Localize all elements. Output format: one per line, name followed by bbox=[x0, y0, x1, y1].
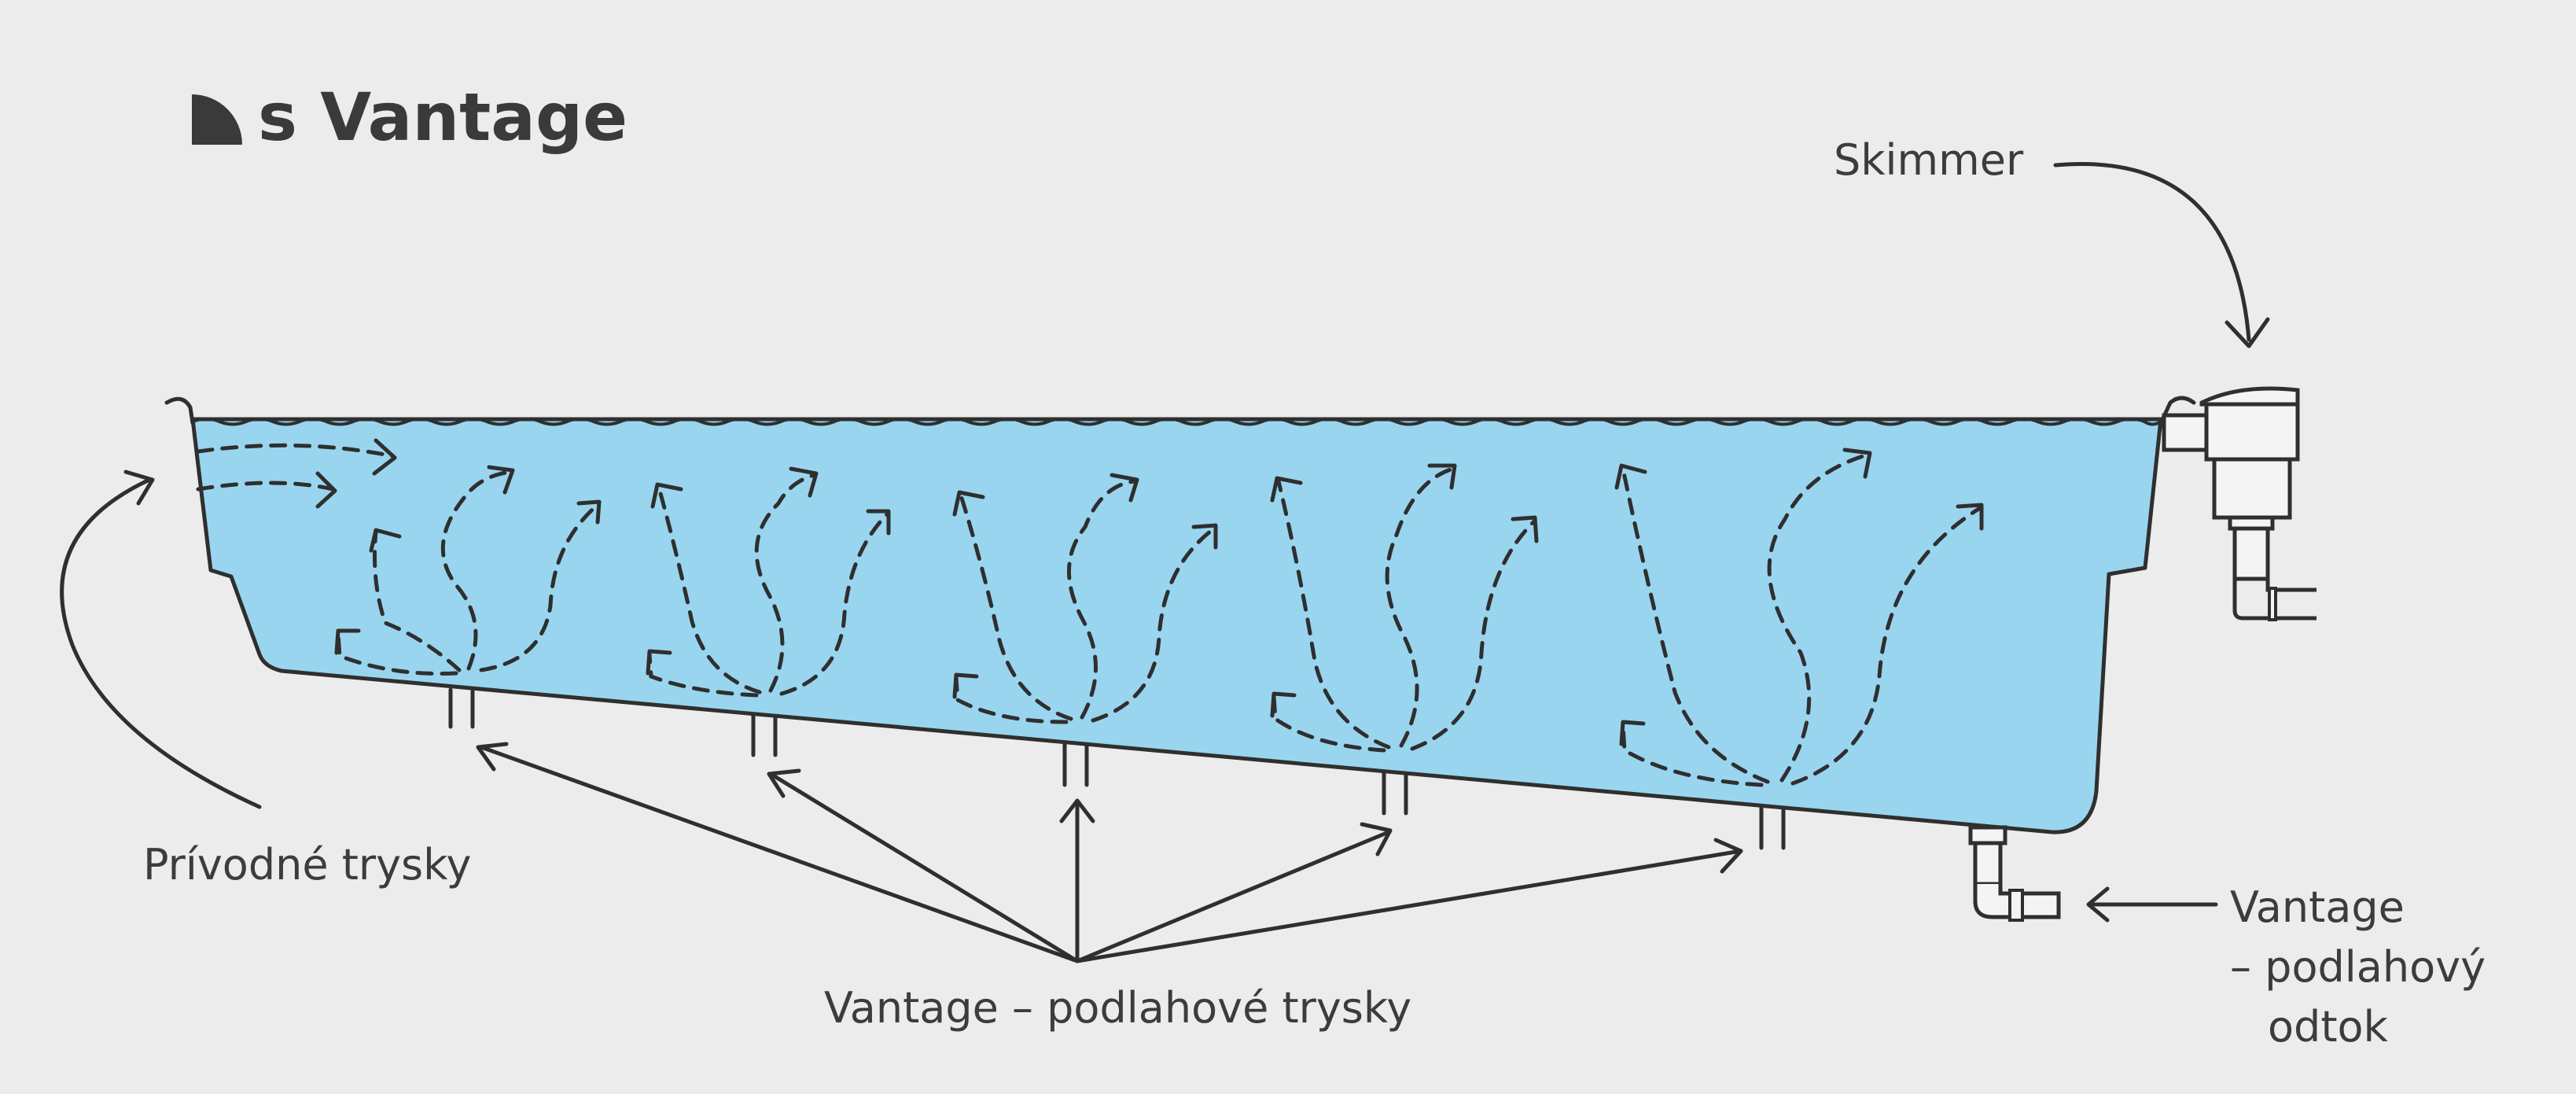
floor-jets-label: Vantage – podlahové trysky bbox=[824, 983, 1411, 1033]
floor-jets-callout: Vantage – podlahové trysky bbox=[476, 742, 1743, 1033]
pool-left-rim bbox=[164, 396, 195, 425]
floor-jet-2 bbox=[751, 713, 778, 757]
floor-jet-1 bbox=[448, 687, 475, 729]
skimmer-callout: Skimmer bbox=[1834, 135, 2270, 348]
skimmer-unit bbox=[2162, 386, 2317, 621]
floor-drain-label-line1: Vantage bbox=[2230, 882, 2405, 932]
floor-drain-pipe bbox=[1968, 825, 2061, 922]
inlet-jets-label: Prívodné trysky bbox=[143, 840, 471, 890]
water-flow-arrows bbox=[196, 438, 1984, 787]
skimmer-label: Skimmer bbox=[1834, 135, 2024, 185]
floor-jet-4 bbox=[1382, 771, 1408, 816]
pool-right-rim bbox=[2158, 396, 2196, 425]
quarter-circle-logo-icon bbox=[192, 94, 242, 145]
floor-drain-label-line3: odtok bbox=[2268, 1002, 2389, 1052]
page-title: s Vantage bbox=[258, 79, 627, 156]
floor-jet-stubs bbox=[448, 687, 1786, 850]
pool-water bbox=[190, 417, 2163, 834]
floor-drain-callout: Vantage – podlahový odtok bbox=[2086, 882, 2486, 1052]
floor-jet-3 bbox=[1062, 742, 1089, 787]
title-group: s Vantage bbox=[192, 79, 627, 156]
floor-drain-label-line2: – podlahový bbox=[2230, 942, 2486, 992]
water-surface-wave bbox=[191, 417, 2162, 426]
inlet-jets-callout: Prívodné trysky bbox=[60, 470, 471, 890]
floor-jet-5 bbox=[1759, 805, 1786, 850]
